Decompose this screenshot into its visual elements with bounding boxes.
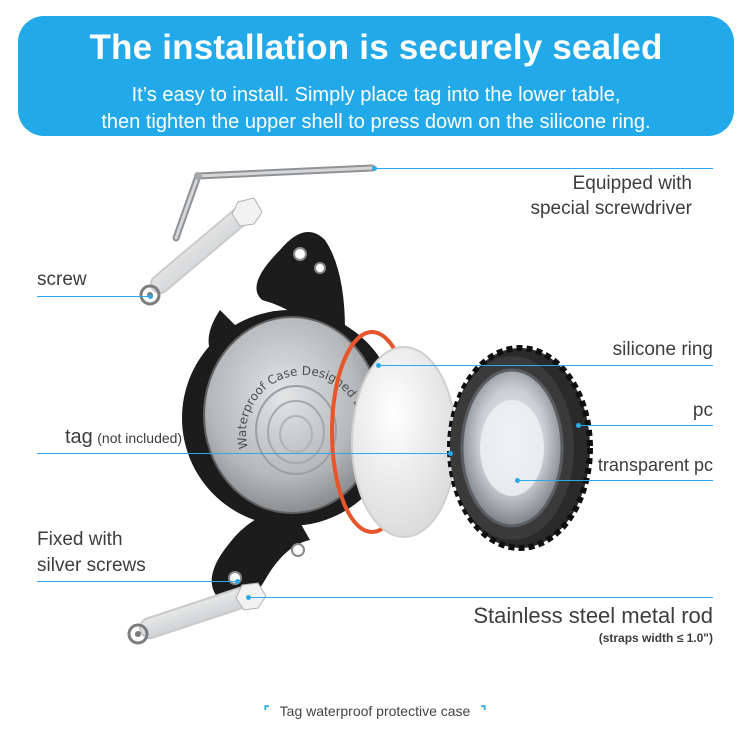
leader-dot-fixed xyxy=(235,579,240,584)
leader-dot-transparent xyxy=(515,478,520,483)
leader-line-fixed xyxy=(37,581,237,582)
label-rod-note: (straps width ≤ 1.0") xyxy=(598,631,713,645)
threaded-ring xyxy=(447,345,593,551)
leader-dot-screw xyxy=(148,294,153,299)
label-fixed-line1: Fixed with xyxy=(37,529,123,550)
caption-open-bracket: ⌜ xyxy=(263,703,270,719)
leader-line-pc xyxy=(578,425,713,426)
caption-text: Tag waterproof protective case xyxy=(279,703,471,719)
leader-line-transparent xyxy=(517,480,713,481)
header-banner: The installation is securely sealed It’s… xyxy=(18,16,734,136)
leader-dot-rod xyxy=(246,595,251,600)
label-tag: tag (not included) xyxy=(65,426,182,449)
banner-title: The installation is securely sealed xyxy=(89,28,663,67)
label-rod: Stainless steel metal rod (straps width … xyxy=(473,603,713,645)
bottom-caption: ⌜ Tag waterproof protective case ⌝ xyxy=(0,703,750,720)
leader-dot-screwdriver xyxy=(372,166,377,171)
label-screw: screw xyxy=(37,269,87,290)
tag-disc xyxy=(351,346,457,538)
leader-dot-pc xyxy=(576,423,581,428)
banner-subtitle-line2: then tighten the upper shell to press do… xyxy=(101,111,651,133)
leader-line-screwdriver xyxy=(375,168,713,169)
banner-subtitle-line1: It’s easy to install. Simply place tag i… xyxy=(131,84,621,106)
label-transparent-pc: transparent pc xyxy=(597,455,713,475)
leader-dot-tag xyxy=(448,451,453,456)
label-tag-main: tag xyxy=(65,426,93,448)
label-rod-main: Stainless steel metal rod xyxy=(473,603,713,628)
label-pc: pc xyxy=(692,400,713,421)
label-tag-note: (not included) xyxy=(97,430,183,446)
leader-line-rod xyxy=(248,597,713,598)
leader-line-silicone xyxy=(378,365,713,366)
label-screwdriver: Equipped with special screwdriver xyxy=(530,171,692,221)
label-silicone-ring: silicone ring xyxy=(612,339,713,360)
caption-close-bracket: ⌝ xyxy=(480,703,487,719)
leader-line-tag xyxy=(37,453,450,454)
label-fixed-screws: Fixed with silver screws xyxy=(37,527,146,579)
banner-subtitle: It’s easy to install. Simply place tag i… xyxy=(18,82,734,136)
metal-rod-icon xyxy=(127,582,267,645)
screw-icon xyxy=(139,197,263,306)
screwdriver-icon xyxy=(172,164,376,242)
label-screwdriver-line2: special screwdriver xyxy=(530,198,692,219)
label-screwdriver-line1: Equipped with xyxy=(572,173,692,194)
leader-dot-silicone xyxy=(376,363,381,368)
label-fixed-line2: silver screws xyxy=(37,555,146,576)
leader-line-screw xyxy=(37,296,150,297)
